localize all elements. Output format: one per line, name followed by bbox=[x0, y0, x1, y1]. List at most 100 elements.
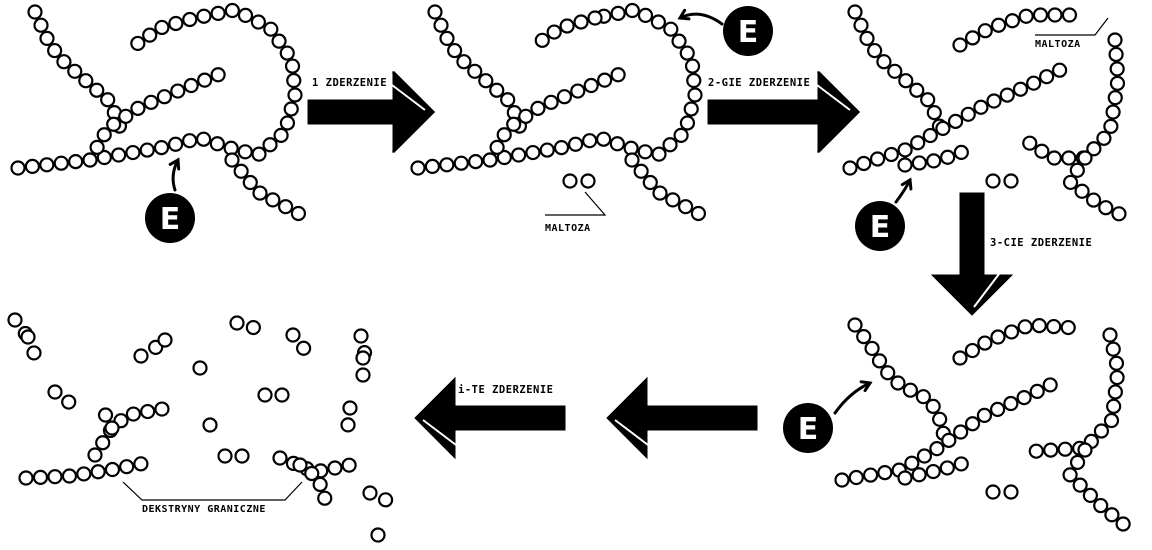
glucose-unit bbox=[1102, 327, 1118, 343]
glucose-unit bbox=[985, 484, 1001, 500]
glucose-unit bbox=[650, 14, 666, 30]
glucose-unit bbox=[197, 72, 213, 88]
glucose-unit bbox=[610, 5, 626, 21]
glucose-unit bbox=[1046, 318, 1062, 335]
glucose-unit bbox=[1017, 319, 1033, 335]
glucose-unit bbox=[684, 58, 701, 74]
glucose-unit bbox=[355, 350, 371, 366]
glucose-unit bbox=[1109, 61, 1125, 77]
glucose-unit bbox=[580, 173, 596, 189]
glucose-unit bbox=[82, 152, 98, 168]
molecule-2-branch-c bbox=[624, 152, 707, 222]
glucose-unit bbox=[18, 470, 34, 486]
glucose-unit bbox=[1109, 369, 1125, 386]
glucose-unit bbox=[1003, 484, 1019, 500]
scattered-glucose-13 bbox=[217, 448, 250, 464]
glucose-unit bbox=[273, 127, 289, 143]
glucose-unit bbox=[1016, 390, 1032, 406]
glucose-unit bbox=[489, 139, 505, 155]
glucose-unit bbox=[909, 82, 925, 98]
glucose-unit bbox=[47, 469, 63, 485]
glucose-unit bbox=[1042, 377, 1058, 393]
glucose-unit bbox=[250, 14, 266, 30]
glucose-unit bbox=[880, 365, 896, 381]
maltose-label-2: MALTOZA bbox=[1035, 39, 1081, 50]
glucose-unit bbox=[1018, 8, 1034, 24]
glucose-unit bbox=[506, 116, 522, 132]
glucose-unit bbox=[67, 63, 83, 79]
glucose-unit bbox=[911, 155, 927, 171]
glucose-unit bbox=[156, 89, 173, 105]
glucose-unit bbox=[922, 127, 938, 144]
glucose-unit bbox=[24, 158, 41, 174]
glucose-unit bbox=[1115, 516, 1131, 532]
glucose-unit bbox=[530, 100, 546, 116]
glucose-unit bbox=[224, 152, 240, 168]
glucose-unit bbox=[686, 72, 702, 89]
glucose-unit bbox=[210, 67, 226, 83]
glucose-unit bbox=[1108, 46, 1124, 63]
glucose-unit bbox=[118, 108, 134, 124]
glucose-unit bbox=[1103, 118, 1119, 134]
glucose-unit bbox=[234, 448, 250, 464]
glucose-unit bbox=[377, 492, 394, 508]
glucose-unit bbox=[47, 384, 63, 400]
glucose-unit bbox=[637, 144, 653, 160]
maltose-leader-1 bbox=[545, 191, 607, 216]
glucose-unit bbox=[104, 420, 120, 436]
glucose-unit bbox=[973, 99, 989, 115]
glucose-unit bbox=[229, 315, 245, 331]
glucose-unit bbox=[90, 464, 106, 480]
scattered-glucose-6 bbox=[285, 327, 312, 356]
enzyme-pointer bbox=[833, 381, 872, 415]
glucose-unit bbox=[904, 455, 920, 471]
glucose-unit bbox=[567, 136, 584, 152]
glucose-unit bbox=[925, 463, 941, 480]
glucose-unit bbox=[990, 329, 1006, 345]
glucose-unit bbox=[296, 340, 312, 356]
glucose-unit bbox=[834, 472, 850, 488]
maltose-label-1: MALTOZA bbox=[545, 223, 591, 234]
molecule-4-tail bbox=[1062, 442, 1131, 532]
glucose-unit bbox=[853, 17, 869, 33]
glucose-unit bbox=[847, 317, 863, 333]
glucose-unit bbox=[130, 35, 146, 52]
glucose-unit bbox=[935, 120, 951, 136]
enzyme-2: E bbox=[677, 6, 773, 56]
glucose-unit bbox=[633, 163, 649, 179]
molecule-3-right bbox=[1022, 32, 1126, 166]
glucose-unit bbox=[1060, 319, 1076, 336]
glucose-unit bbox=[953, 144, 969, 160]
glucose-unit bbox=[916, 448, 933, 464]
glucose-unit bbox=[518, 108, 534, 124]
glucose-unit bbox=[1103, 412, 1120, 429]
arrow-event-3 bbox=[930, 192, 1014, 316]
glucose-unit bbox=[587, 10, 603, 26]
scattered-glucose-8 bbox=[355, 350, 371, 383]
glucose-unit bbox=[637, 7, 654, 23]
molecule-4-long bbox=[834, 377, 1058, 488]
glucose-unit bbox=[7, 312, 23, 328]
limit-dextrin-a bbox=[18, 456, 149, 486]
glucose-unit bbox=[33, 17, 49, 33]
glucose-unit bbox=[1107, 32, 1123, 48]
glucose-unit bbox=[525, 144, 541, 161]
glucose-unit bbox=[687, 87, 703, 103]
glucose-unit bbox=[140, 403, 156, 420]
glucose-unit bbox=[652, 185, 668, 201]
glucose-unit bbox=[26, 345, 42, 361]
glucose-unit bbox=[1004, 13, 1020, 29]
glucose-unit bbox=[842, 160, 858, 176]
event-1-label: 1 ZDERZENIE bbox=[312, 77, 387, 89]
glucose-unit bbox=[953, 424, 969, 440]
glucose-unit bbox=[1086, 141, 1102, 157]
molecule-1-branch-b bbox=[82, 67, 226, 168]
molecule-3-top bbox=[952, 7, 1078, 53]
glucose-unit bbox=[671, 33, 687, 49]
glucose-unit bbox=[624, 152, 640, 168]
glucose-unit bbox=[237, 7, 254, 23]
enzyme-letter: E bbox=[160, 202, 181, 237]
glucose-unit bbox=[898, 73, 914, 89]
glucose-unit bbox=[1093, 423, 1110, 439]
glucose-unit bbox=[965, 30, 981, 46]
